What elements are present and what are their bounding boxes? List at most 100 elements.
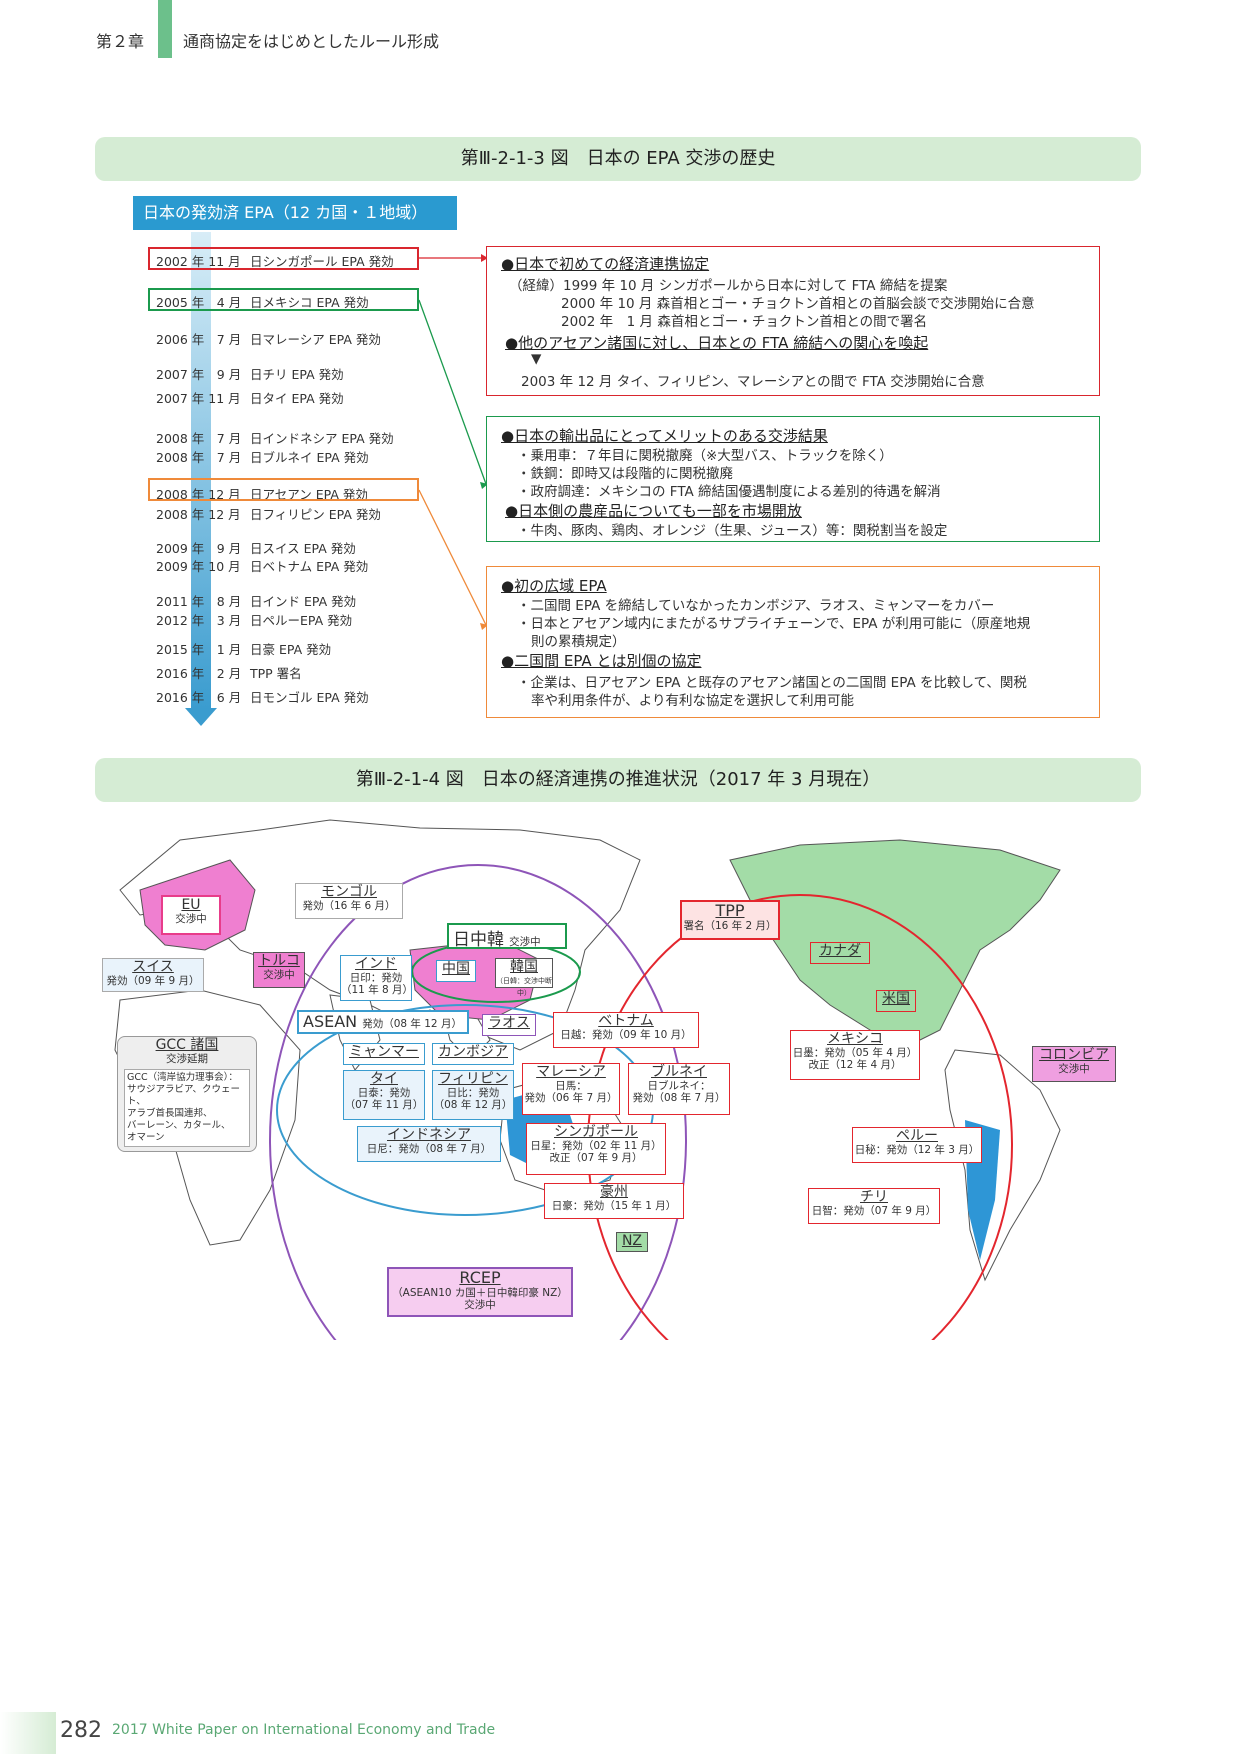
asean-status: 発効（08 年 12 月） [362, 1018, 462, 1030]
vietnam-status: 日越：発効（09 年 10 月） [560, 1029, 692, 1041]
timeline-date: 2012 年 3 月 [156, 613, 242, 628]
thai-status-1: 日泰：発効 [357, 1087, 411, 1099]
americas [729, 839, 1061, 1051]
timeline-event: 日インドネシア EPA 発効 [250, 431, 394, 446]
timeline-row: 2011 年 8 月日インド EPA 発効 [156, 591, 356, 610]
label-peru: ペルー 日秘：発効（12 年 3 月） [852, 1127, 982, 1163]
label-nz: NZ [616, 1232, 648, 1252]
timeline-date: 2008 年 7 月 [156, 431, 242, 446]
nz-name: NZ [621, 1233, 643, 1249]
rcep-status-1: （ASEAN10 カ国＋日中韓印豪 NZ） [392, 1287, 568, 1299]
singapore-name: シンガポール [554, 1124, 638, 1140]
label-malaysia: マレーシア 日馬： 発効（06 年 7 月） [522, 1063, 620, 1115]
label-canada: カナダ [810, 942, 870, 964]
info-sg-line-4: 2003 年 12 月 タイ、フィリピン、マレーシアとの間で FTA 交渉開始に… [521, 374, 985, 390]
label-swiss: スイス 発効（09 年 9 月） [102, 958, 204, 992]
info-mx-line-3: ・政府調達：メキシコの FTA 締結国優遇制度による差別的待遇を解消 [517, 484, 941, 500]
thai-status-2: （07 年 11 月） [344, 1099, 424, 1111]
info-as-line-5: 率や利用条件が、より有利な協定を選択して利用可能 [531, 693, 855, 709]
tpp-name: TPP [715, 901, 745, 920]
timeline-date: 2009 年 9 月 [156, 541, 242, 556]
chile-status: 日智：発効（07 年 9 月） [811, 1205, 937, 1217]
canada-name: カナダ [819, 943, 861, 959]
philippines-status-1: 日比：発効 [446, 1087, 500, 1099]
info-box-asean: ●初の広域 EPA ・二国間 EPA を締結していなかったカンボジア、ラオス、ミ… [486, 566, 1100, 718]
landmass-north-america [729, 839, 1061, 1051]
timeline-event: 日モンゴル EPA 発効 [250, 690, 369, 705]
timeline-date: 2016 年 6 月 [156, 690, 242, 705]
cambodia-name: カンボジア [438, 1044, 508, 1060]
timeline-date: 2006 年 7 月 [156, 332, 242, 347]
timeline-arrow [191, 232, 211, 710]
malaysia-status-2: 発効（06 年 7 月） [524, 1092, 618, 1104]
timeline-row: 2005 年 4 月日メキシコ EPA 発効 [156, 292, 369, 311]
eu-name: EU [181, 897, 201, 913]
timeline-row: 2008 年 12 月日フィリピン EPA 発効 [156, 504, 381, 523]
highlight-mexico [148, 288, 419, 311]
singapore-status-2: 改正（07 年 9 月） [549, 1152, 643, 1164]
mongolia-status: 発効（16 年 6 月） [302, 900, 396, 912]
korea-name: 韓国 [510, 959, 538, 975]
tpp-status: 署名（16 年 2 月） [683, 920, 777, 932]
timeline-row: 2008 年 12 月日アセアン EPA 発効 [156, 484, 368, 503]
label-philippines: フィリピン 日比：発効 （08 年 12 月） [432, 1070, 514, 1120]
label-vietnam: ベトナム 日越：発効（09 年 10 月） [553, 1012, 699, 1048]
timeline-event: 日ペルーEPA 発効 [250, 613, 353, 628]
timeline-event: 日フィリピン EPA 発効 [250, 507, 381, 522]
turkey-name: トルコ [258, 953, 300, 969]
label-asean: ASEAN 発効（08 年 12 月） [297, 1010, 469, 1034]
mexico-status-1: 日墨：発効（05 年 4 月） [792, 1047, 918, 1059]
highlight-asean [148, 478, 419, 501]
mexico-name: メキシコ [827, 1031, 883, 1047]
rcep-name: RCEP [459, 1268, 501, 1287]
label-brunei: ブルネイ 日ブルネイ： 発効（08 年 7 月） [628, 1063, 730, 1115]
info-sg-line-1: （経緯）1999 年 10 月 シンガポールから日本に対して FTA 締結を提案 [509, 278, 948, 294]
label-chile: チリ 日智：発効（07 年 9 月） [808, 1188, 940, 1224]
usa-name: 米国 [882, 991, 910, 1007]
brunei-status-2: 発効（08 年 7 月） [632, 1092, 726, 1104]
philippines-name: フィリピン [438, 1071, 508, 1087]
timeline-event: 日シンガポール EPA 発効 [250, 254, 394, 269]
timeline-event: 日ブルネイ EPA 発効 [250, 450, 369, 465]
philippines-status-2: （08 年 12 月） [433, 1099, 513, 1111]
laos-name: ラオス [488, 1015, 530, 1031]
label-cjk: 日中韓 交渉中 [447, 923, 567, 950]
timeline-header: 日本の発効済 EPA（12 カ国・１地域） [133, 196, 457, 230]
timeline-date: 2016 年 2 月 [156, 666, 242, 681]
label-colombia: コロンビア 交渉中 [1032, 1046, 1116, 1082]
myanmar-name: ミャンマー [349, 1044, 419, 1060]
timeline-row: 2015 年 1 月日豪 EPA 発効 [156, 639, 331, 658]
timeline-row: 2002 年 11 月日シンガポール EPA 発効 [156, 251, 394, 270]
info-box-mexico: ●日本の輸出品にとってメリットのある交渉結果 ・乗用車：７年目に関税撤廃（※大型… [486, 416, 1100, 542]
brunei-name: ブルネイ [651, 1064, 707, 1080]
label-gcc: GCC 諸国 交渉延期 GCC（湾岸協力理事会）： サウジアラビア、クウェート、… [117, 1036, 257, 1152]
timeline-date: 2011 年 8 月 [156, 594, 242, 609]
timeline-date: 2015 年 1 月 [156, 642, 242, 657]
label-singapore: シンガポール 日星：発効（02 年 11 月） 改正（07 年 9 月） [526, 1123, 666, 1175]
info-sg-down-arrow: ▼ [531, 351, 542, 367]
info-mx-line-2: ・鉄鋼：即時又は段階的に関税撤廃 [517, 466, 733, 482]
timeline-row: 2007 年 11 月日タイ EPA 発効 [156, 388, 344, 407]
malaysia-name: マレーシア [536, 1064, 606, 1080]
label-korea: 韓国 （日韓：交渉中断中） [495, 958, 553, 997]
timeline-event: 日スイス EPA 発効 [250, 541, 356, 556]
eu-status: 交渉中 [175, 913, 207, 925]
india-name: インド [355, 956, 397, 972]
label-india: インド 日印：発効 （11 年 8 月） [340, 955, 413, 1001]
label-turkey: トルコ 交渉中 [253, 952, 305, 988]
timeline-date: 2009 年 10 月 [156, 559, 241, 574]
indonesia-status: 日尼：発効（08 年 7 月） [366, 1143, 492, 1155]
label-rcep: RCEP （ASEAN10 カ国＋日中韓印豪 NZ） 交渉中 [387, 1267, 573, 1317]
gcc-note-5: オマーン [127, 1132, 165, 1143]
timeline-event: 日タイ EPA 発効 [250, 391, 344, 406]
timeline-row: 2008 年 7 月日インドネシア EPA 発効 [156, 428, 394, 447]
info-as-line-4: ・企業は、日アセアン EPA と既存のアセアン諸国との二国間 EPA を比較して… [517, 675, 1027, 691]
timeline-event: 日チリ EPA 発効 [250, 367, 344, 382]
info-box-singapore: ●日本で初めての経済連携協定 （経緯）1999 年 10 月 シンガポールから日… [486, 246, 1100, 396]
cjk-status: 交渉中 [509, 936, 541, 948]
swiss-status: 発効（09 年 9 月） [106, 975, 200, 987]
label-usa: 米国 [876, 990, 916, 1012]
colombia-name: コロンビア [1039, 1047, 1109, 1063]
chapter-label: 第２章 [96, 32, 145, 51]
info-mx-line-1: ・乗用車：７年目に関税撤廃（※大型バス、トラックを除く） [517, 448, 893, 464]
